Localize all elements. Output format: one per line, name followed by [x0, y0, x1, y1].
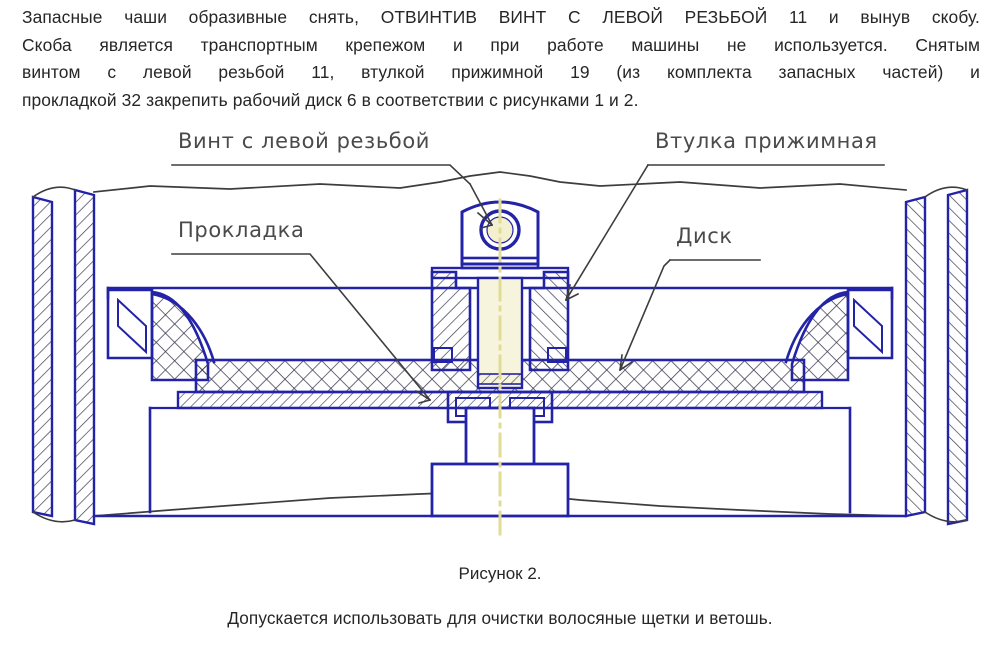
- callout-label-screw: Винт с левой резьбой: [178, 129, 431, 153]
- leader-disk: [618, 258, 761, 372]
- disk-left-rim: [106, 288, 210, 382]
- top-break-line: [93, 171, 907, 193]
- callout-label-bushing: Втулка прижимная: [655, 129, 878, 153]
- intro-paragraph: Запасные чаши образивные снять, ОТВИНТИВ…: [22, 4, 980, 114]
- paragraph-line: винтом с левой резьбой 11, втулкой прижи…: [22, 62, 980, 83]
- paragraph-line: Скоба является транспортным крепежом и п…: [22, 34, 980, 55]
- leader-screw: [171, 164, 494, 229]
- right-housing-wall: [904, 186, 969, 526]
- closing-note: Допускается использовать для очистки вол…: [227, 608, 773, 628]
- figure-caption: Рисунок 2.: [458, 564, 542, 583]
- left-housing-wall: [31, 186, 96, 526]
- callout-label-disk: Диск: [676, 224, 733, 248]
- disk-right-rim: [790, 288, 894, 382]
- paragraph-line: прокладкой 32 закрепить рабочий диск 6 в…: [22, 89, 639, 110]
- technical-drawing: [0, 112, 1000, 542]
- leader-gasket: [171, 253, 432, 404]
- pressure-bushing: [430, 266, 570, 372]
- callout-label-gasket: Прокладка: [178, 218, 305, 242]
- leader-bushing: [564, 163, 885, 302]
- paragraph-line: Запасные чаши образивные снять, ОТВИНТИВ…: [22, 7, 980, 27]
